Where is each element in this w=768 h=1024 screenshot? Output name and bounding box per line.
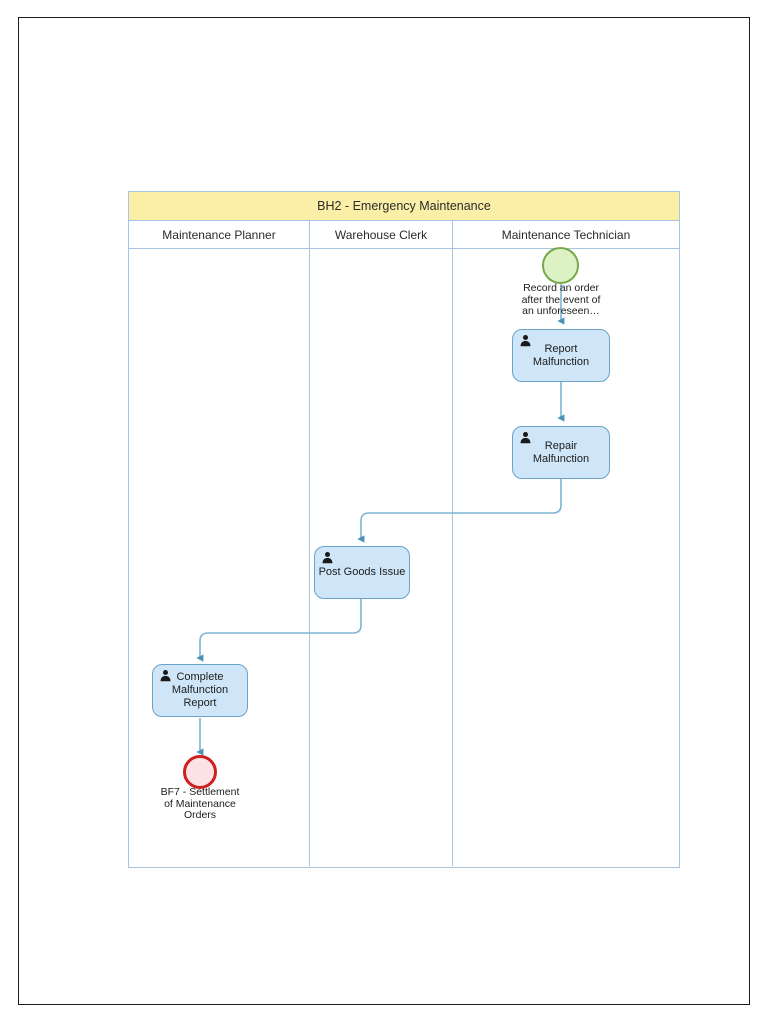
pool-title: BH2 - Emergency Maintenance — [129, 192, 679, 221]
task-complete-malfunction-report[interactable]: Complete Malfunction Report — [152, 664, 248, 717]
lane-header-warehouse-clerk: Warehouse Clerk — [310, 221, 453, 248]
end-event[interactable] — [183, 755, 217, 789]
user-icon — [520, 334, 531, 347]
user-icon — [322, 551, 333, 564]
task-label: Repair Malfunction — [532, 439, 590, 465]
lane-body-maintenance-planner — [129, 249, 310, 866]
task-repair-malfunction[interactable]: Repair Malfunction — [512, 426, 610, 479]
lane-body-row — [129, 249, 679, 866]
lane-header-maintenance-planner: Maintenance Planner — [129, 221, 310, 248]
process-pool: BH2 - Emergency Maintenance Maintenance … — [128, 191, 680, 868]
task-report-malfunction[interactable]: Report Malfunction — [512, 329, 610, 382]
task-label: Post Goods Issue — [318, 566, 406, 578]
user-icon — [160, 669, 171, 682]
start-event[interactable] — [542, 247, 579, 284]
lane-body-warehouse-clerk — [310, 249, 453, 866]
start-event-label: Record an order after the event of an un… — [521, 282, 601, 317]
task-post-goods-issue[interactable]: Post Goods Issue — [314, 546, 410, 599]
end-event-label: BF7 - Settlement of Maintenance Orders — [160, 786, 240, 821]
task-label: Report Malfunction — [532, 342, 590, 368]
lane-header-row: Maintenance Planner Warehouse Clerk Main… — [129, 221, 679, 249]
lane-header-maintenance-technician: Maintenance Technician — [501, 227, 631, 242]
user-icon — [520, 431, 531, 444]
page-sheet: BH2 - Emergency Maintenance Maintenance … — [18, 17, 750, 1005]
task-label: Complete Malfunction Report — [171, 671, 229, 709]
